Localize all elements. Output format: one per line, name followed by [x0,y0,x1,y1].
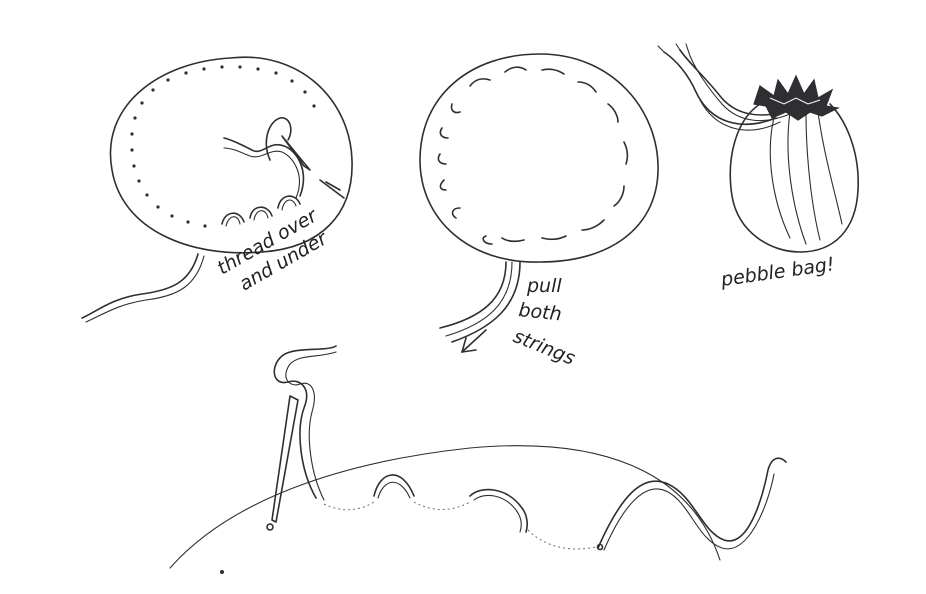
stitch-closeup [170,346,786,574]
step2-label-line1: pull [526,275,562,297]
step2-label-line2: both [517,299,562,325]
closeup-needle-and-thread [220,346,336,574]
step1-needle-thread [224,118,344,198]
step3-gathered-top [754,76,838,120]
step3-label: pebble bag! [719,253,836,291]
step1-fabric-circle: thread over and under [82,57,352,322]
step1-punched-holes [130,65,315,227]
step2-pull-strings [440,262,520,342]
step3-pebble-bag: pebble bag! [658,44,858,291]
closeup-tail-thread [598,458,787,550]
step2-label-line3: strings [510,325,578,370]
step2-fabric-circle: pull both strings [420,54,658,370]
closeup-stitch-loops [374,475,527,532]
step3-drawstrings [658,44,790,130]
step2-stitch-dashes [438,67,627,244]
step1-tail-thread [82,254,204,322]
